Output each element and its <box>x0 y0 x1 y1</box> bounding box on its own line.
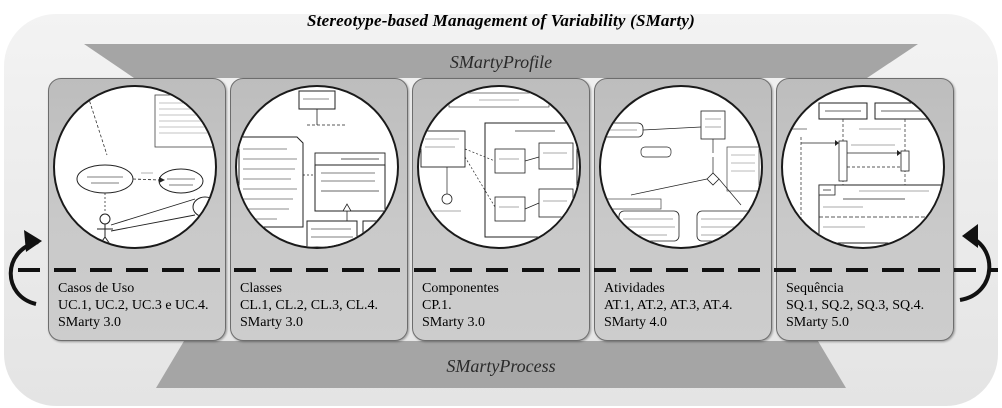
use-case-diagram-zoom <box>53 85 217 249</box>
class-diagram-zoom <box>235 85 399 249</box>
sequence-title: Sequência <box>786 281 844 296</box>
activity-diagram-illustration <box>602 110 760 242</box>
panel-components: Componentes CP.1. SMarty 3.0 <box>412 78 590 341</box>
activities-caption: Atividades AT.1, AT.2, AT.3, AT.4. SMart… <box>604 280 767 331</box>
classes-caption: Classes CL.1, CL.2, CL.3, CL.4. SMarty 3… <box>240 280 403 331</box>
activities-title: Atividades <box>604 281 665 296</box>
class-diagram-illustration <box>238 90 397 247</box>
component-diagram-illustration <box>420 92 578 238</box>
profile-label: SMartyProfile <box>449 52 553 72</box>
components-caption: Componentes CP.1. SMarty 3.0 <box>422 280 585 331</box>
classes-title: Classes <box>240 281 282 296</box>
component-diagram-zoom <box>417 85 581 249</box>
sequence-diagram-zoom <box>781 85 945 249</box>
use-case-diagram-illustration <box>76 87 215 247</box>
panel-sequence: Sequência SQ.1, SQ.2, SQ.3, SQ.4. SMarty… <box>776 78 954 341</box>
activities-version: SMarty 4.0 <box>604 315 667 330</box>
sequence-caption: Sequência SQ.1, SQ.2, SQ.3, SQ.4. SMarty… <box>786 280 949 331</box>
diagram-title: Stereotype-based Management of Variabili… <box>307 11 695 30</box>
profile-band <box>84 44 918 78</box>
use-cases-items: UC.1, UC.2, UC.3 e UC.4. <box>58 298 209 313</box>
use-cases-caption: Casos de Uso UC.1, UC.2, UC.3 e UC.4. SM… <box>58 280 221 331</box>
panel-use-cases: Casos de Uso UC.1, UC.2, UC.3 e UC.4. SM… <box>48 78 226 341</box>
activities-items: AT.1, AT.2, AT.3, AT.4. <box>604 298 733 313</box>
components-version: SMarty 3.0 <box>422 315 485 330</box>
components-title: Componentes <box>422 281 499 296</box>
sequence-version: SMarty 5.0 <box>786 315 849 330</box>
panel-activities: Atividades AT.1, AT.2, AT.3, AT.4. SMart… <box>594 78 772 341</box>
sequence-items: SQ.1, SQ.2, SQ.3, SQ.4. <box>786 298 925 313</box>
use-cases-title: Casos de Uso <box>58 281 135 296</box>
use-cases-version: SMarty 3.0 <box>58 315 121 330</box>
classes-version: SMarty 3.0 <box>240 315 303 330</box>
panel-classes: Classes CL.1, CL.2, CL.3, CL.4. SMarty 3… <box>230 78 408 341</box>
classes-items: CL.1, CL.2, CL.3, CL.4. <box>240 298 379 313</box>
activity-diagram-zoom <box>599 85 763 249</box>
process-band <box>156 341 846 388</box>
process-label: SMartyProcess <box>446 356 556 376</box>
sequence-diagram-illustration <box>785 102 942 247</box>
components-items: CP.1. <box>422 298 452 313</box>
